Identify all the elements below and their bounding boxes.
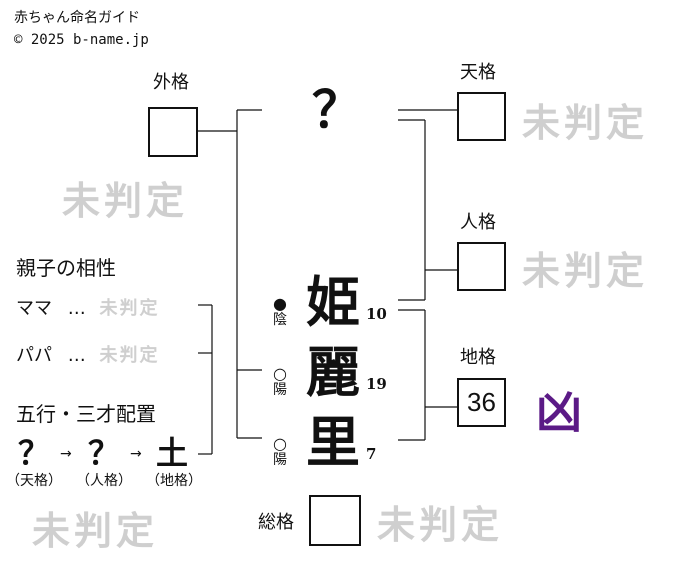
arrow-icon: → <box>60 446 72 462</box>
element-chikaku-label: （地格） <box>146 473 202 489</box>
yang-marker: ○ <box>273 434 287 453</box>
element-tenkaku-label: （天格） <box>6 473 62 489</box>
chikaku-value: 36 <box>467 387 496 417</box>
chikaku-verdict: 凶 <box>536 385 582 439</box>
yin-yang-1: ● 陰 <box>270 294 290 329</box>
tenkaku-box <box>457 92 506 141</box>
stroke-count-1: 10 <box>366 305 387 323</box>
jinkaku-verdict: 未判定 <box>522 248 649 293</box>
tenkaku-label: 天格 <box>460 62 496 83</box>
arrow-icon: → <box>130 446 142 462</box>
element-jinkaku-label: （人格） <box>76 473 132 489</box>
mama-result: 未判定 <box>99 298 160 319</box>
gogyo-verdict: 未判定 <box>32 508 159 553</box>
chikaku-label: 地格 <box>460 347 496 368</box>
gogyo-title: 五行・三才配置 <box>16 402 156 426</box>
app-title: 赤ちゃん命名ガイド <box>14 10 140 26</box>
papa-result: 未判定 <box>99 345 160 366</box>
name-char-3: 里 <box>306 410 360 474</box>
mama-row: ママ … 未判定 <box>16 294 159 320</box>
papa-row: パパ … 未判定 <box>16 341 159 367</box>
yin-yang-2: ○ 陽 <box>270 364 290 399</box>
papa-label: パパ <box>16 345 52 366</box>
name-char-1: 姫 <box>306 270 360 334</box>
name-char-2: 麗 <box>306 340 360 404</box>
yang-label: 陽 <box>273 382 287 398</box>
surname-char: ？ <box>312 80 362 139</box>
element-jinkaku: ？ <box>88 434 121 472</box>
soukaku-box <box>309 495 361 546</box>
tenkaku-verdict: 未判定 <box>522 100 649 145</box>
mama-label: ママ <box>16 298 52 319</box>
yin-marker: ● <box>273 294 287 313</box>
compatibility-title: 親子の相性 <box>16 256 116 280</box>
gaikaku-label: 外格 <box>153 72 189 93</box>
copyright: © 2025 b-name.jp <box>14 32 149 48</box>
element-tenkaku: ？ <box>18 434 51 472</box>
yin-label: 陰 <box>273 312 287 328</box>
yang-label: 陽 <box>273 452 287 468</box>
yang-marker: ○ <box>273 364 287 383</box>
stroke-count-3: 7 <box>366 445 377 463</box>
jinkaku-box <box>457 242 506 291</box>
ellipsis: … <box>67 298 86 319</box>
yin-yang-3: ○ 陽 <box>270 434 290 469</box>
element-chikaku: 土 <box>156 434 189 472</box>
chikaku-box: 36 <box>457 378 506 427</box>
jinkaku-label: 人格 <box>460 212 496 233</box>
gaikaku-verdict: 未判定 <box>62 178 189 223</box>
soukaku-label: 総格 <box>258 512 294 533</box>
ellipsis: … <box>67 345 86 366</box>
soukaku-verdict: 未判定 <box>377 502 504 547</box>
gaikaku-box <box>148 107 198 157</box>
stroke-count-2: 19 <box>366 375 387 393</box>
